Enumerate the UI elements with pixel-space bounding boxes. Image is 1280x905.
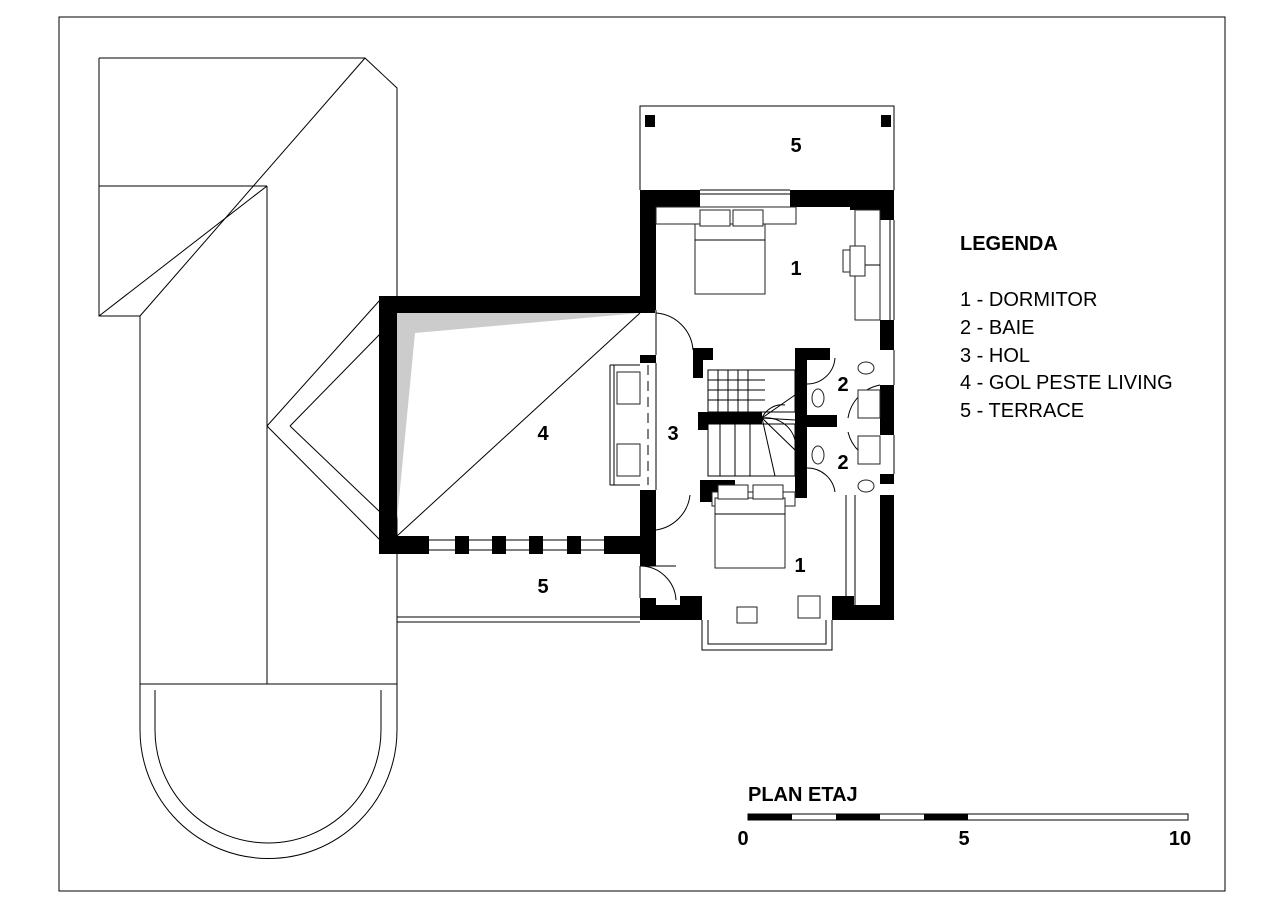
legend-item: 3 - HOL xyxy=(960,345,1030,367)
staircase xyxy=(707,369,796,477)
upper-walls xyxy=(640,190,894,620)
room-label-void: 4 xyxy=(537,423,549,445)
room-label-hall: 3 xyxy=(667,423,678,445)
scale-tick-0: 0 xyxy=(737,828,748,850)
legend: LEGENDA 1 - DORMITOR 2 - BAIE 3 - HOL 4 … xyxy=(960,233,1173,422)
legend-item: 4 - GOL PESTE LIVING xyxy=(960,372,1173,394)
room-label-bath-lower: 2 xyxy=(837,452,848,474)
windows-and-partitions xyxy=(639,189,895,651)
legend-item: 1 - DORMITOR xyxy=(960,289,1097,311)
gallery-railing xyxy=(609,364,649,486)
scale-bar: PLAN ETAJ 0 5 10 xyxy=(737,784,1191,850)
room-label-bath-upper: 2 xyxy=(837,374,848,396)
legend-title: LEGENDA xyxy=(960,233,1058,255)
furniture xyxy=(655,206,866,624)
top-terrace xyxy=(639,105,895,190)
bathroom-fixtures xyxy=(811,361,881,493)
room-label-bedroom-bottom: 1 xyxy=(794,555,805,577)
scale-tick-5: 5 xyxy=(958,828,969,850)
legend-item: 5 - TERRACE xyxy=(960,400,1084,422)
lower-roof-outline xyxy=(98,57,640,859)
room-label-terrace-top: 5 xyxy=(790,135,801,157)
sheet-border xyxy=(58,16,1226,892)
legend-item: 2 - BAIE xyxy=(960,317,1034,339)
plan-title: PLAN ETAJ xyxy=(748,784,858,806)
room-label-terrace-bottom: 5 xyxy=(537,576,548,598)
room-label-bedroom-top: 1 xyxy=(790,258,801,280)
scale-tick-10: 10 xyxy=(1169,828,1191,850)
